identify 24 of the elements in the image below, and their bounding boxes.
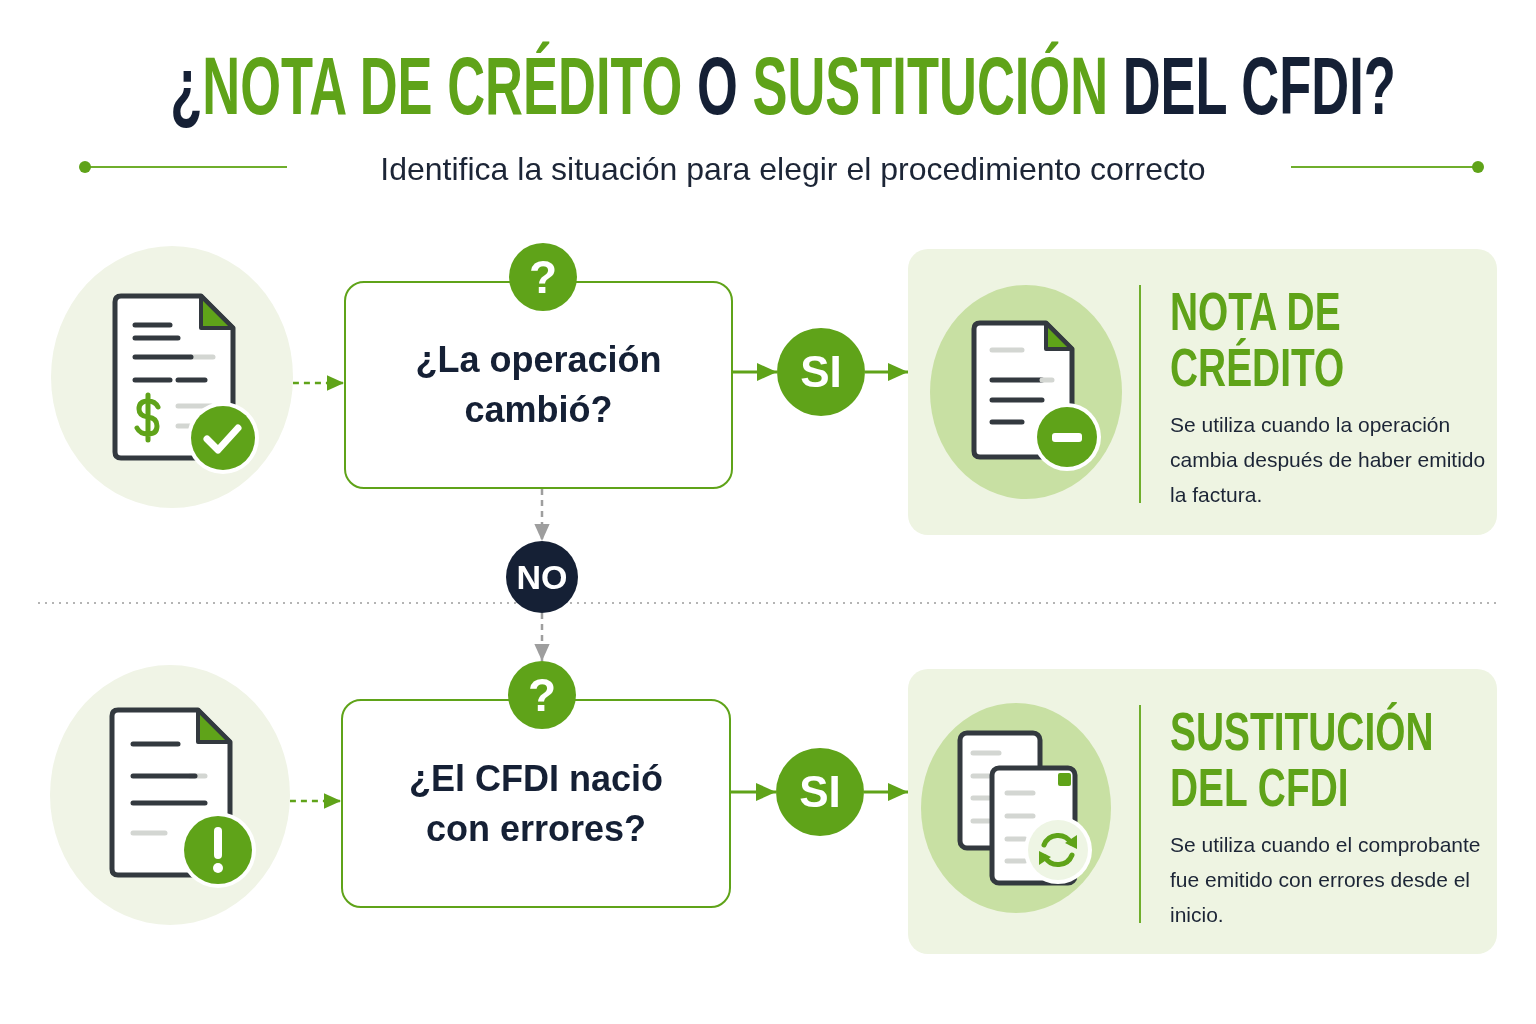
document-minus-icon — [930, 285, 1122, 499]
arrow — [292, 375, 344, 391]
no-badge: NO — [506, 541, 578, 613]
document-warning-icon — [50, 665, 290, 925]
document-check-icon — [51, 246, 293, 508]
description-text: Se utiliza cuando el comprobante fue emitido con errores desde el inicio. — [1170, 832, 1482, 928]
documents-refresh-icon — [921, 703, 1111, 913]
panel-heading: NOTA DE CRÉDITO — [1170, 283, 1346, 395]
arrow — [731, 783, 776, 801]
result-panel — [908, 669, 1497, 954]
description-text: Se utiliza cuando la operación cambia después de haber emitido la factura. — [1170, 412, 1487, 508]
question-badge: ? — [508, 661, 576, 729]
arrow — [864, 783, 908, 801]
arrow — [865, 363, 908, 381]
question-badge: ? — [509, 243, 577, 311]
subtitle: Identifica la situación para elegir el procedimiento correcto — [380, 150, 1206, 189]
arrow — [534, 613, 550, 661]
yes-badge: SI — [777, 328, 865, 416]
result-panel — [908, 249, 1497, 535]
arrow — [289, 793, 341, 809]
arrow — [733, 363, 777, 381]
yes-badge: SI — [776, 748, 864, 836]
panel-heading: SUSTITUCIÓN DEL CFDI — [1170, 703, 1435, 815]
arrow — [534, 489, 550, 541]
